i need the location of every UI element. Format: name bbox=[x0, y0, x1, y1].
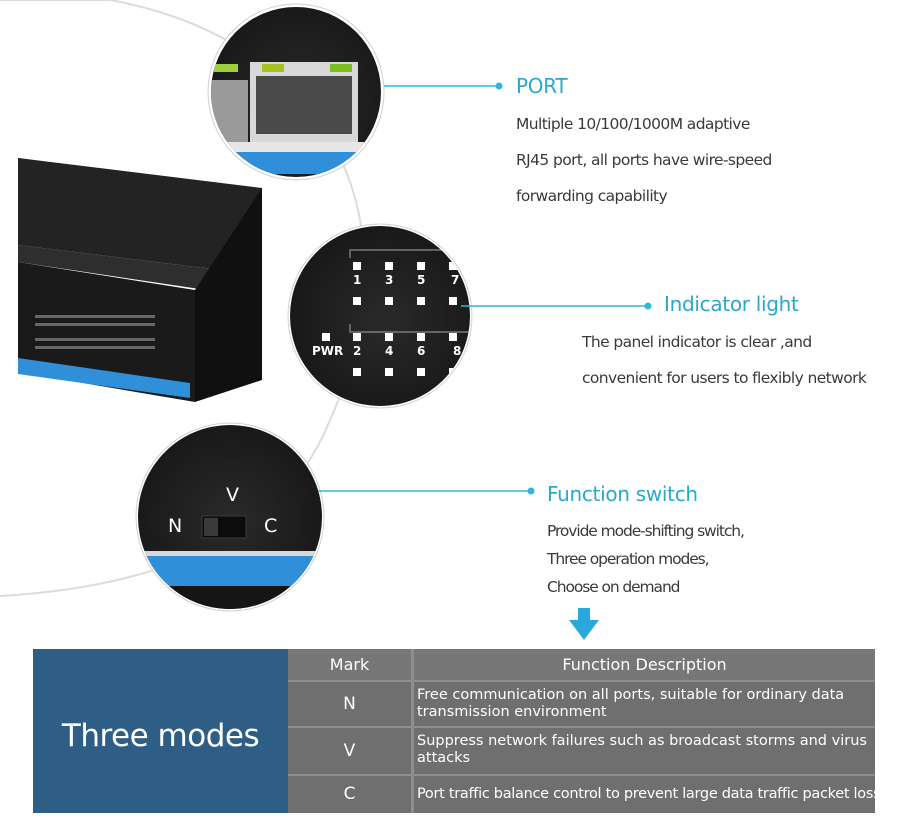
description-header: Function Description bbox=[414, 649, 875, 680]
indicator-number-6: 6 bbox=[417, 344, 426, 358]
indicator-number-2: 2 bbox=[353, 344, 362, 358]
product-illustration bbox=[0, 0, 652, 640]
mode-mark-c: C bbox=[288, 776, 411, 813]
switch-feature: Function switch bbox=[547, 482, 698, 506]
switch-label-v: V bbox=[226, 484, 239, 506]
port-feature: PORT Multiple 10/100/1000M adaptive RJ45… bbox=[516, 74, 772, 214]
indicator-leader-dot bbox=[644, 302, 652, 310]
indicator-feature: Indicator light bbox=[664, 292, 799, 316]
row-divider bbox=[288, 774, 875, 776]
indicator-number-1: 1 bbox=[353, 273, 362, 287]
indicator-description: The panel indicator is clear ,and conven… bbox=[582, 324, 867, 396]
switch-label-c: C bbox=[264, 515, 278, 537]
mode-description-c: Port traffic balance control to prevent … bbox=[414, 776, 881, 813]
modes-grid: Mark Function Description N Free communi… bbox=[288, 649, 881, 813]
switch-title: Function switch bbox=[547, 482, 698, 506]
column-divider bbox=[411, 649, 414, 813]
indicator-pwr-label: PWR bbox=[312, 344, 344, 358]
modes-panel: Three modes bbox=[33, 649, 288, 813]
indicator-number-8: 8 bbox=[453, 344, 462, 358]
mode-description-n: Free communication on all ports, suitabl… bbox=[414, 682, 875, 726]
row-divider bbox=[288, 680, 875, 682]
indicator-number-5: 5 bbox=[417, 273, 426, 287]
mode-mark-v: V bbox=[288, 728, 411, 774]
mark-header: Mark bbox=[288, 649, 411, 680]
port-desc-line: forwarding capability bbox=[516, 187, 668, 205]
down-arrow-icon bbox=[569, 608, 599, 640]
indicator-number-3: 3 bbox=[385, 273, 394, 287]
indicator-number-7: 7 bbox=[451, 273, 460, 287]
switch-desc-line: Choose on demand bbox=[547, 578, 681, 596]
modes-title: Three modes bbox=[61, 718, 260, 754]
switch-description: Provide mode-shifting switch, Three oper… bbox=[547, 517, 745, 601]
port-desc-line: RJ45 port, all ports have wire-speed bbox=[516, 151, 772, 169]
port-magnifier bbox=[207, 3, 385, 181]
modes-table: Three modes Mark Function Description N … bbox=[33, 649, 881, 813]
indicator-magnifier bbox=[287, 223, 473, 409]
mode-mark-n: N bbox=[288, 682, 411, 726]
switch-desc-line: Three operation modes, bbox=[547, 550, 710, 568]
switch-device bbox=[18, 158, 262, 402]
switch-magnifier bbox=[135, 422, 325, 612]
switch-leader-dot bbox=[527, 487, 535, 495]
indicator-desc-line: The panel indicator is clear ,and bbox=[582, 333, 812, 351]
port-desc-line: Multiple 10/100/1000M adaptive bbox=[516, 115, 750, 133]
row-divider bbox=[288, 726, 875, 728]
port-title: PORT bbox=[516, 74, 568, 98]
mode-description-v: Suppress network failures such as broadc… bbox=[414, 728, 875, 774]
port-leader-dot bbox=[495, 82, 503, 90]
switch-label-n: N bbox=[168, 515, 183, 537]
indicator-number-4: 4 bbox=[385, 344, 394, 358]
indicator-desc-line: convenient for users to flexibly network bbox=[582, 369, 867, 387]
indicator-title: Indicator light bbox=[664, 292, 799, 316]
switch-desc-line: Provide mode-shifting switch, bbox=[547, 522, 745, 540]
